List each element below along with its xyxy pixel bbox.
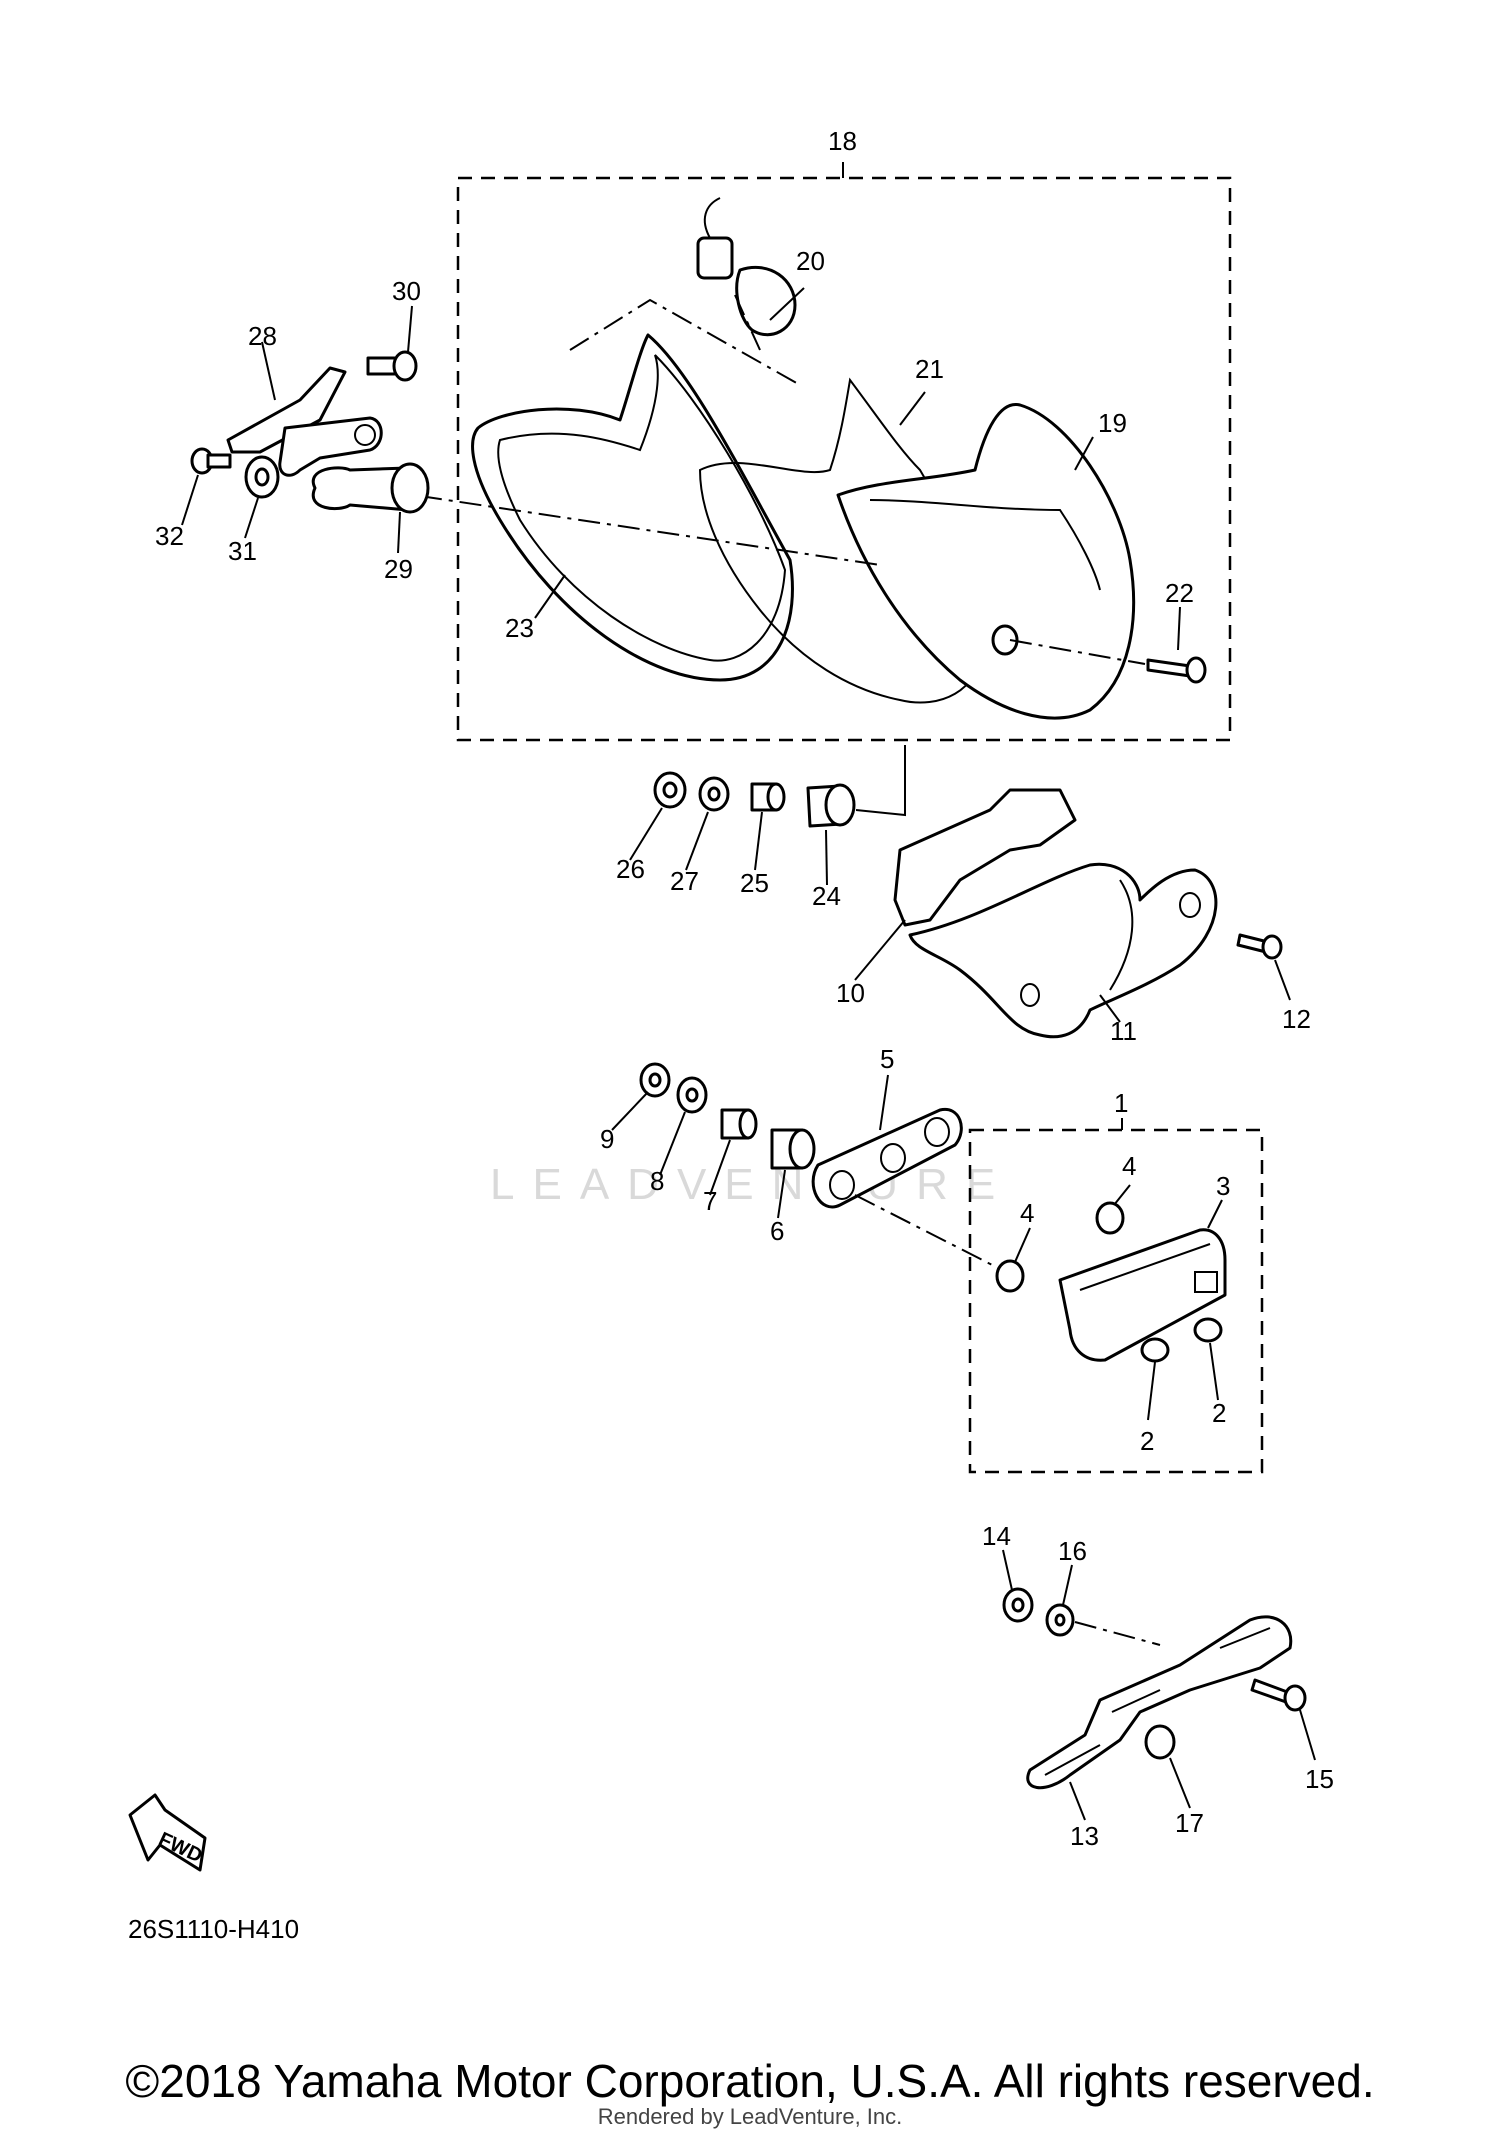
callout-13: 13 <box>1070 1821 1099 1851</box>
part-9-nut <box>639 1062 671 1098</box>
callout-1: 1 <box>1114 1088 1128 1118</box>
assembly-box-1 <box>968 1128 1264 1474</box>
callout-9: 9 <box>600 1124 614 1154</box>
part-32-bolt <box>190 447 232 475</box>
callout-29: 29 <box>384 554 413 584</box>
part-2-bulb-right <box>1193 1317 1223 1343</box>
part-25-collar <box>750 782 786 812</box>
part-4-nut-upper <box>1095 1201 1125 1235</box>
callout-17: 17 <box>1175 1808 1204 1838</box>
part-11-rear-cover <box>908 862 1218 1039</box>
part-28-bracket <box>226 366 347 454</box>
part-5-bracket-plate <box>811 1107 963 1209</box>
callout-16: 16 <box>1058 1536 1087 1566</box>
part-19-tail-lens <box>836 403 1136 720</box>
callout-6: 6 <box>770 1216 784 1246</box>
callout-2b: 2 <box>1212 1398 1226 1428</box>
callout-15: 15 <box>1305 1764 1334 1794</box>
callout-18: 18 <box>828 126 857 156</box>
copyright-notice: ©2018 Yamaha Motor Corporation, U.S.A. A… <box>125 2055 1375 2107</box>
fwd-arrow-icon: FWD <box>128 1793 207 1872</box>
part-31-washer <box>244 455 280 499</box>
rendered-by-notice: Rendered by LeadVenture, Inc. <box>597 2104 903 2129</box>
callout-32: 32 <box>155 521 184 551</box>
part-14-nut <box>1002 1587 1034 1623</box>
callout-3: 3 <box>1216 1171 1230 1201</box>
callout-23: 23 <box>505 613 534 643</box>
callout-7: 7 <box>703 1186 717 1216</box>
callout-22: 22 <box>1165 578 1194 608</box>
part-20-bulb <box>696 197 797 337</box>
callout-20: 20 <box>796 246 825 276</box>
part-24-grommet <box>806 783 856 828</box>
part-7-collar <box>720 1108 758 1140</box>
part-4-nut-lower <box>995 1259 1025 1293</box>
part-28-plate <box>278 416 383 477</box>
part-26-nut <box>653 771 687 809</box>
callout-25: 25 <box>740 868 769 898</box>
callout-27: 27 <box>670 866 699 896</box>
part-16-washer <box>1045 1603 1075 1637</box>
callout-26: 26 <box>616 854 645 884</box>
part-27-washer <box>698 776 730 812</box>
callout-21: 21 <box>915 354 944 384</box>
part-6-grommet <box>770 1128 816 1170</box>
callout-24: 24 <box>812 881 841 911</box>
diagram-code: 26S1110-H410 <box>128 1914 300 1944</box>
callout-28: 28 <box>248 321 277 351</box>
part-2-bulb-left <box>1140 1337 1170 1363</box>
callout-5: 5 <box>880 1044 894 1074</box>
part-8-washer <box>676 1076 708 1114</box>
callout-8: 8 <box>650 1166 664 1196</box>
part-30-bolt <box>366 350 418 382</box>
callout-10: 10 <box>836 978 865 1008</box>
callout-11: 11 <box>1110 1016 1137 1046</box>
callout-30: 30 <box>392 276 421 306</box>
part-15-bolt <box>1250 1678 1307 1712</box>
callout-2a: 2 <box>1140 1426 1154 1456</box>
callout-14: 14 <box>982 1521 1011 1551</box>
part-13-plate-bracket <box>1026 1615 1293 1790</box>
part-3-license-light <box>1058 1228 1227 1362</box>
callout-12: 12 <box>1282 1004 1311 1034</box>
part-29-grommet <box>311 462 430 514</box>
part-12-bolt <box>1236 933 1283 960</box>
callout-4a: 4 <box>1122 1151 1136 1181</box>
callout-19: 19 <box>1098 408 1127 438</box>
callout-31: 31 <box>228 536 257 566</box>
part-22-screw <box>1146 656 1207 684</box>
part-17-grommet <box>1144 1724 1176 1760</box>
part-23-lens-frame <box>471 333 794 682</box>
callout-4b: 4 <box>1020 1198 1034 1228</box>
